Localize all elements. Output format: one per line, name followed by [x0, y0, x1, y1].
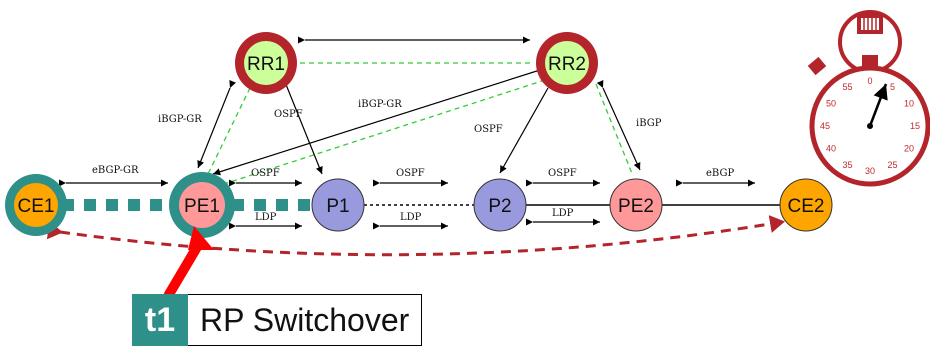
- dial-number-15: 15: [910, 121, 920, 131]
- dial-number-25: 25: [887, 160, 897, 170]
- rr2-label: RR2: [548, 54, 586, 75]
- rr1-label: RR1: [247, 54, 285, 75]
- p2-node[interactable]: P2: [473, 178, 527, 232]
- rr2-pe2-dashed-link: [595, 83, 634, 177]
- event-callout: t1 RP Switchover: [132, 294, 423, 346]
- ldp-p2-pe2-label: LDP: [552, 208, 574, 219]
- dial-number-35: 35: [842, 160, 852, 170]
- pe1-label: PE1: [184, 196, 220, 217]
- ebgp-gr-ce1-pe1-label: eBGP-GR: [92, 165, 139, 176]
- ospf-rr2-p2-label: OSPF: [474, 124, 503, 135]
- dial-number-50: 50: [826, 99, 836, 109]
- rr1-pe1-ibgp-arrow: [197, 79, 237, 169]
- ibgp-rr2-pe2-label: iBGP: [636, 118, 662, 129]
- rr1-pe1-dashed-link: [207, 87, 251, 175]
- rr2-node[interactable]: RR2: [536, 32, 598, 94]
- ospf-rr1-p1-label: OSPF: [274, 109, 303, 120]
- dial-number-30: 30: [865, 166, 875, 176]
- dial-number-45: 45: [820, 121, 830, 131]
- p1-node[interactable]: P1: [311, 178, 365, 232]
- rr2-p2-ospf-arrow: [499, 79, 555, 174]
- pe2-label: PE2: [618, 196, 654, 217]
- ce2-label: CE2: [788, 196, 825, 217]
- event-pointer-arrow: [163, 226, 214, 299]
- dial-number-40: 40: [826, 144, 836, 154]
- ldp-p1-p2-label: LDP: [400, 212, 422, 223]
- p2-label: P2: [488, 196, 511, 217]
- ebgp-pe2-ce2-label: eBGP: [706, 168, 734, 179]
- dial-number-10: 10: [904, 99, 914, 109]
- ce1-label: CE1: [18, 196, 55, 217]
- ospf-p1-p2-label: OSPF: [396, 168, 425, 179]
- dial-number-0: 0: [867, 76, 872, 86]
- event-time-tag: t1: [132, 294, 188, 346]
- rr1-p1-ospf-arrow: [278, 73, 323, 175]
- event-description: RP Switchover: [188, 294, 423, 346]
- stopwatch-icon: 0 5 10 15 20 25 30 35 40 45 50 55: [807, 10, 930, 187]
- ospf-p2-pe2-label: OSPF: [548, 168, 577, 179]
- pe1-node[interactable]: PE1: [169, 172, 235, 238]
- ce1-ce2-end-to-end-arc: [46, 215, 785, 257]
- dial-number-55: 55: [842, 82, 852, 92]
- dial-number-20: 20: [904, 144, 914, 154]
- pe2-node[interactable]: PE2: [609, 178, 663, 232]
- ospf-pe1-p1-label: OSPF: [251, 168, 280, 179]
- p1-label: P1: [326, 196, 349, 217]
- dial-number-5: 5: [890, 82, 895, 92]
- ibgp-gr-rr1-pe1-label: iBGP-GR: [158, 114, 202, 125]
- rr2-pe1-ibgp-arrow: [212, 64, 548, 176]
- ibgp-gr-rr2-pe1-label: iBGP-GR: [358, 99, 402, 110]
- ldp-pe1-p1-label: LDP: [255, 212, 277, 223]
- rr1-node[interactable]: RR1: [235, 32, 297, 94]
- ce2-node[interactable]: CE2: [779, 178, 833, 232]
- rr2-pe2-ibgp-arrow: [596, 79, 641, 171]
- ce1-node[interactable]: CE1: [5, 174, 67, 236]
